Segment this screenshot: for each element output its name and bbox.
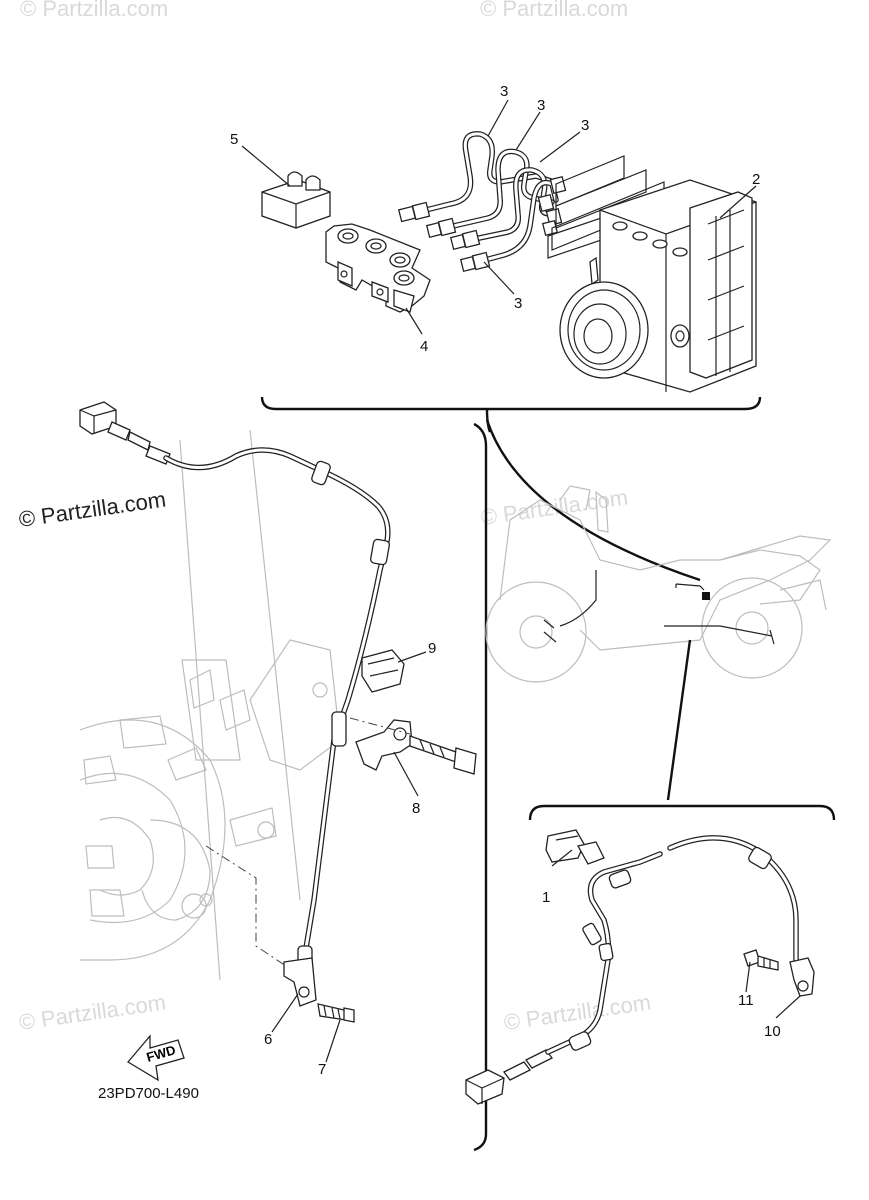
part-1-clip <box>545 829 605 865</box>
part-9-clip <box>361 649 405 693</box>
partzilla-watermark: © Partzilla.com <box>17 487 167 532</box>
callout-1: 1 <box>542 889 550 906</box>
part-5-connector <box>261 171 331 229</box>
part-3-brake-pipes <box>397 131 567 273</box>
callout-7: 7 <box>318 1061 326 1078</box>
watermark-bottom-right: © Partzilla.com <box>502 990 652 1035</box>
callout-11: 11 <box>738 992 754 1009</box>
fork-and-hub-outline <box>79 429 341 981</box>
watermark-top-right: © Partzilla.com <box>480 0 628 21</box>
callouts: 3 3 3 5 2 3 4 9 8 1 11 6 10 7 <box>230 83 781 1078</box>
part-8-bracket <box>349 717 477 775</box>
callout-2: 2 <box>752 171 760 188</box>
watermark-top-left: © Partzilla.com <box>20 0 168 21</box>
part-2-hydraulic-unit <box>559 179 757 393</box>
callout-9: 9 <box>428 640 436 657</box>
bike-wiring-indicator <box>543 570 775 801</box>
front-sensor-lead <box>79 401 391 967</box>
callout-3b: 3 <box>537 97 545 114</box>
diagram-code: 23PD700-L490 <box>98 1085 199 1102</box>
part-4-bracket <box>325 223 431 313</box>
callout-3c: 3 <box>581 117 589 134</box>
part-6-front-sensor <box>205 845 355 1023</box>
top-assembly-bracket <box>260 396 762 433</box>
callout-4: 4 <box>420 338 428 355</box>
callout-3a: 3 <box>500 83 508 100</box>
leader-lines <box>241 99 801 1063</box>
fwd-arrow-icon: FWD <box>127 1034 185 1082</box>
watermark-bottom-left: © Partzilla.com <box>17 990 167 1035</box>
part-10-rear-sensor <box>743 949 815 997</box>
bike-silhouette <box>485 485 832 683</box>
rear-inset-bracket <box>528 804 836 821</box>
callout-5: 5 <box>230 131 238 148</box>
callout-8: 8 <box>412 800 420 817</box>
rear-sensor-lead <box>465 835 799 1105</box>
callout-10: 10 <box>764 1023 781 1040</box>
callout-6: 6 <box>264 1031 272 1048</box>
callout-3d: 3 <box>514 295 522 312</box>
bike-panel-bracket <box>473 419 701 1152</box>
